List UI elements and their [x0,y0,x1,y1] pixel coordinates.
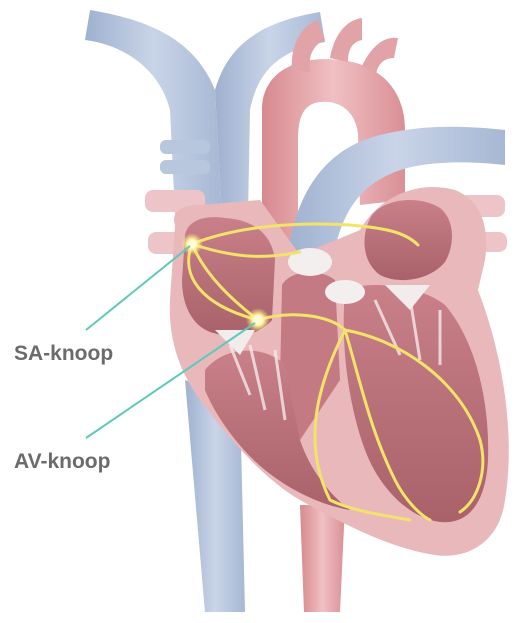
sa-node-label: SA-knoop [14,343,113,364]
av-node-marker [246,308,270,332]
av-node-label: AV-knoop [14,451,110,472]
descending-aorta [300,505,345,612]
